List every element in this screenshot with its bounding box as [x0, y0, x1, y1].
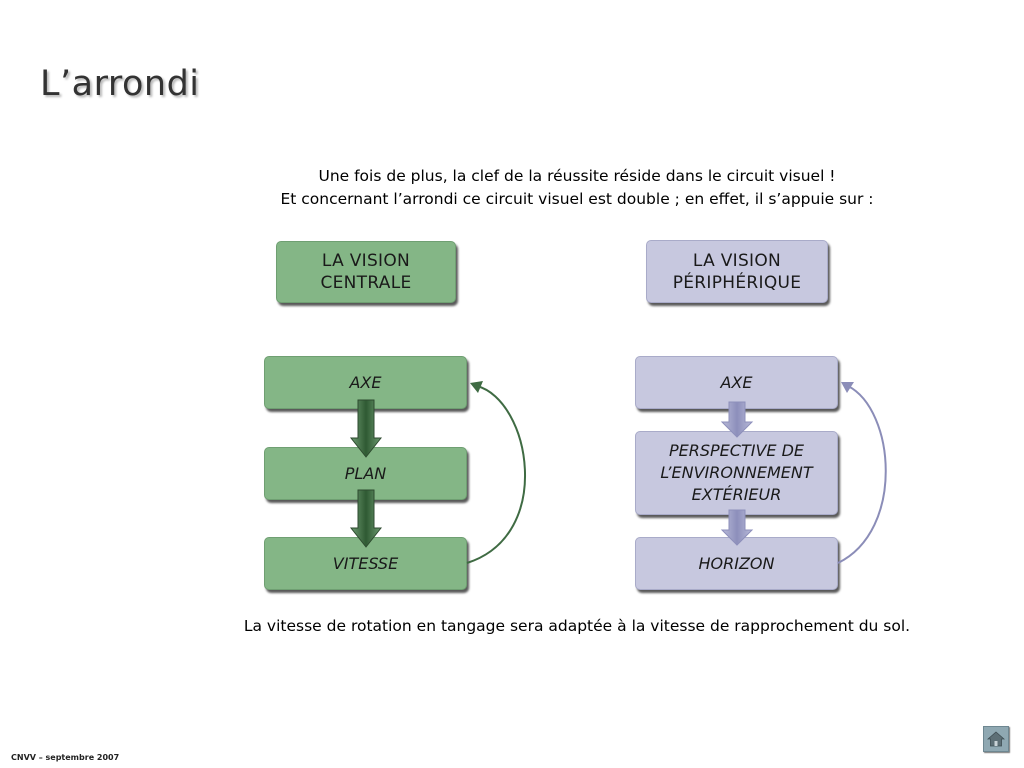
perspective-line-2: L’ENVIRONNEMENT	[660, 463, 813, 482]
peripheral-heading-line-1: LA VISION	[692, 250, 782, 271]
peripheral-vision-heading: LA VISION PÉRIPHÉRIQUE	[646, 240, 828, 303]
central-feedback-arrowhead	[470, 381, 483, 393]
footer-credit: CNVV – septembre 2007	[11, 753, 120, 762]
conclusion-text: La vitesse de rotation en tangage sera a…	[243, 617, 911, 635]
perspective-line-1: PERSPECTIVE DE	[668, 441, 805, 460]
central-down-arrow-1	[349, 399, 383, 458]
slide-title: L’arrondi	[40, 64, 200, 104]
peripheral-feedback-arrow	[837, 385, 887, 564]
home-icon	[987, 731, 1005, 747]
peripheral-down-arrow-1	[720, 401, 754, 438]
peripheral-step-horizon: HORIZON	[635, 537, 838, 590]
home-button[interactable]	[983, 726, 1009, 752]
peripheral-down-arrow-2	[720, 509, 754, 546]
central-heading-line-1: LA VISION	[321, 251, 411, 271]
central-heading-line-2: CENTRALE	[320, 273, 412, 293]
peripheral-step-perspective: PERSPECTIVE DE L’ENVIRONNEMENT EXTÉRIEUR	[635, 431, 838, 515]
central-vision-heading: LA VISION CENTRALE	[276, 241, 456, 303]
intro-line-2: Et concernant l’arrondi ce circuit visue…	[280, 190, 874, 208]
peripheral-feedback-arrowhead	[841, 382, 854, 393]
central-feedback-arrow	[466, 385, 527, 564]
central-down-arrow-2	[349, 489, 383, 548]
peripheral-heading-line-2: PÉRIPHÉRIQUE	[672, 272, 802, 293]
intro-line-1: Une fois de plus, la clef de la réussite…	[318, 167, 836, 185]
perspective-line-3: EXTÉRIEUR	[691, 485, 782, 504]
peripheral-step-axe: AXE	[635, 356, 838, 409]
